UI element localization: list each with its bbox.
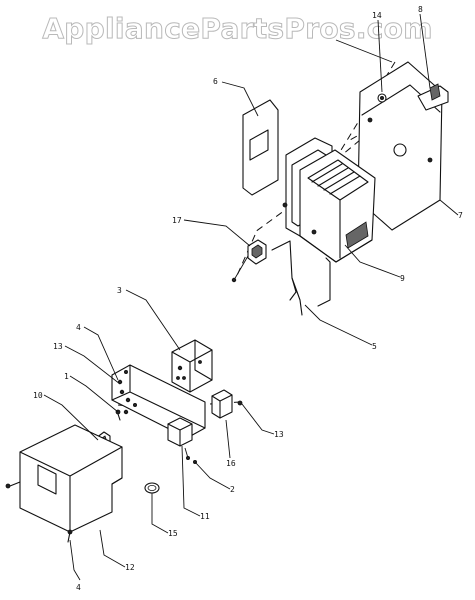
part-14-grommet [377, 93, 387, 103]
callout-15: 15 [168, 529, 178, 538]
callout-17: 17 [172, 216, 182, 225]
callout-3: 3 [117, 286, 122, 295]
part-13-screw [124, 369, 243, 406]
callout-16: 16 [226, 459, 236, 468]
part-12-housing [5, 424, 123, 543]
callout-labels: 14 8 6 7 17 9 3 5 4 13 1 10 13 16 2 11 1… [33, 5, 463, 592]
callout-13-left: 13 [53, 342, 63, 351]
part-11-switch-bracket [167, 417, 197, 464]
part-15-spring-ring [144, 482, 160, 494]
callout-12: 12 [125, 563, 135, 572]
callout-6: 6 [213, 77, 218, 86]
part-6-cover-plate [242, 99, 279, 196]
callout-14: 14 [372, 11, 382, 20]
callout-8: 8 [418, 5, 423, 14]
callout-2: 2 [230, 485, 235, 494]
callout-7: 7 [458, 211, 463, 220]
callout-13-right: 13 [274, 430, 284, 439]
callout-4-upper: 4 [76, 323, 81, 332]
part-9-icemaker-tray [282, 137, 376, 263]
callout-1: 1 [64, 372, 69, 381]
callout-11: 11 [200, 512, 210, 521]
part-3-control-module [171, 339, 213, 393]
callout-5: 5 [372, 342, 377, 351]
part-8-clip [417, 83, 449, 111]
leader-lines [43, 13, 459, 581]
watermark: AppliancePartsPros.com [42, 12, 433, 46]
part-16-relay [211, 389, 233, 419]
callout-4-lower: 4 [76, 583, 81, 592]
callout-9: 9 [400, 274, 405, 283]
part-5-wire-harness [271, 240, 331, 316]
part-17-switch [231, 239, 267, 283]
callout-10: 10 [33, 391, 43, 400]
